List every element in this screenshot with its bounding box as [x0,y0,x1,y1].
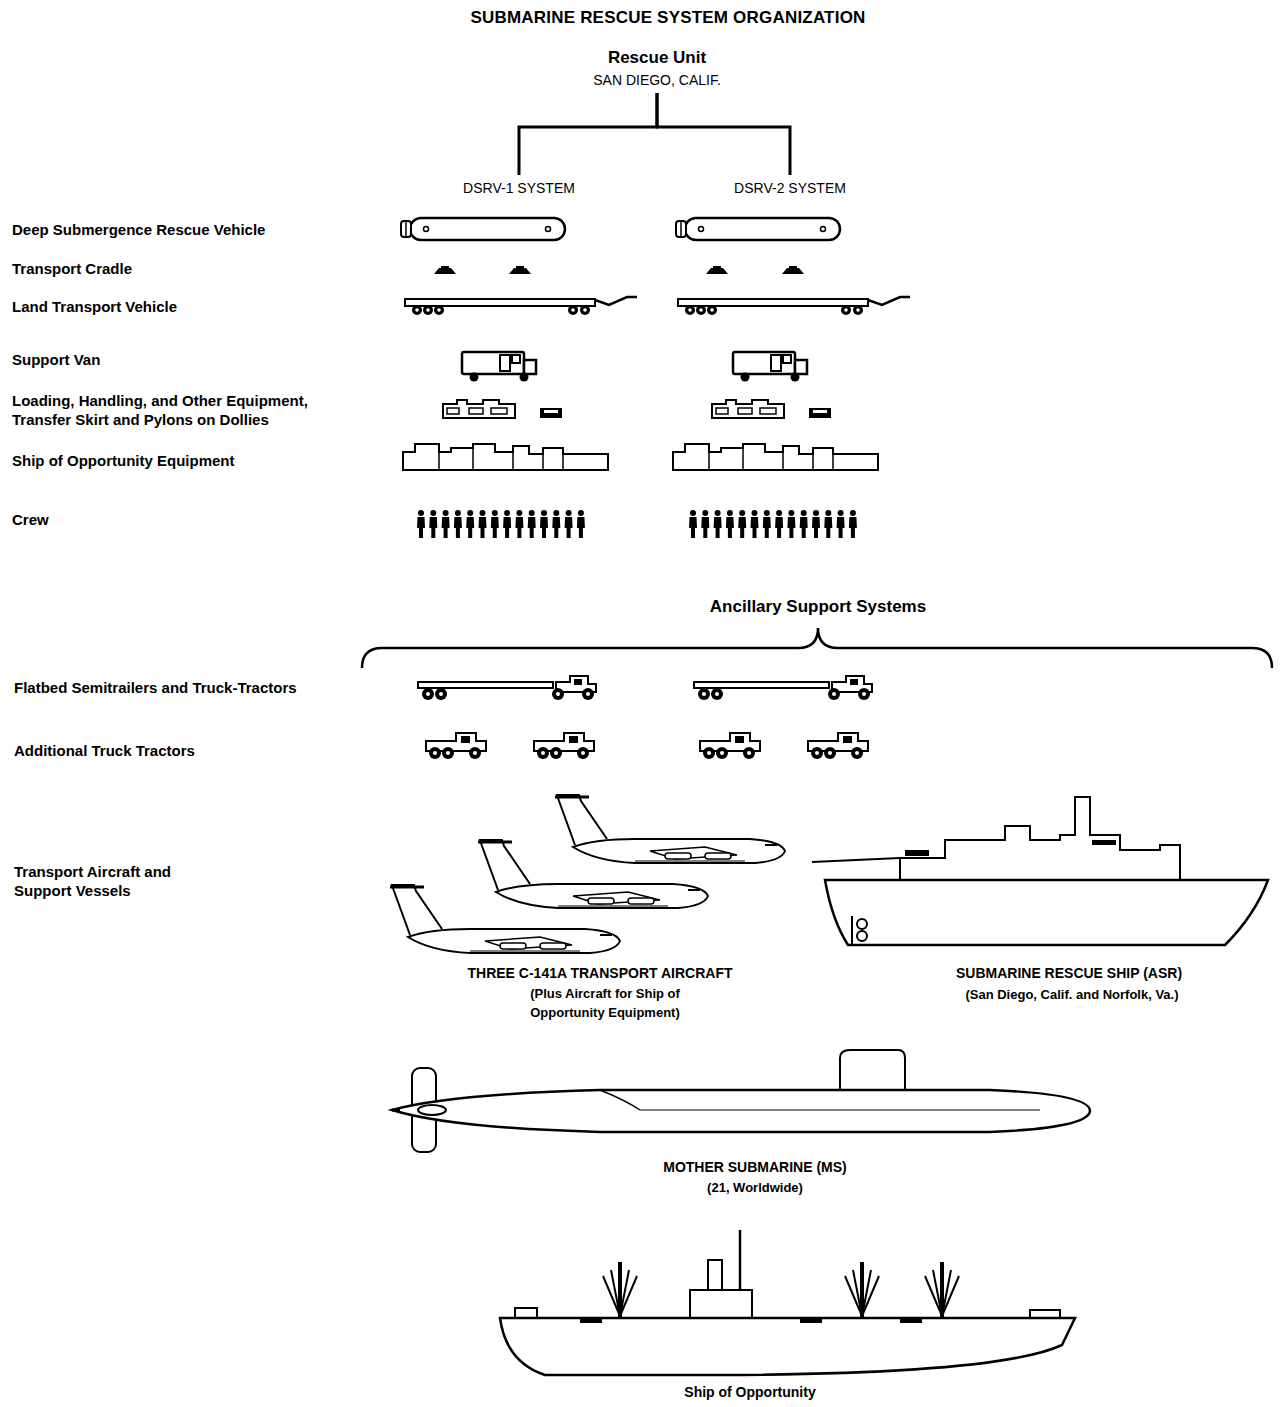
caption-label: SUBMARINE RESCUE SHIP (ASR) [956,964,1182,983]
node-title: DSRV-1 SYSTEM [463,178,575,198]
caption-label: THREE C-141A TRANSPORT AIRCRAFT [468,964,733,983]
row-label: Loading, Handling, and Other Equipment, … [12,391,367,429]
row-label: Ship of Opportunity Equipment [12,451,234,470]
node-title: Rescue Unit [593,46,721,70]
row-label: Transport Cradle [12,259,132,278]
ship-of-opportunity-equipment [403,444,878,470]
transport-aircraft [390,795,785,953]
section-heading: Ancillary Support Systems [710,597,926,616]
land-transport-vehicle [405,297,910,315]
row-label: Land Transport Vehicle [12,297,177,316]
row-label: Additional Truck Tractors [14,741,195,760]
system-heading: DSRV-2 SYSTEM [728,176,852,200]
caption-label: MOTHER SUBMARINE (MS) [663,1158,847,1177]
dsrv-vehicle [401,218,840,240]
system-heading: DSRV-1 SYSTEM [457,176,581,200]
row-label: Support Van [12,350,100,369]
support-van [462,352,807,382]
unit-heading: Rescue UnitSAN DIEGO, CALIF. [587,44,727,92]
row-label: Crew [12,510,49,529]
row-label: Flatbed Semitrailers and Truck-Tractors [14,678,297,697]
caption-label: (Plus Aircraft for Ship of Opportunity E… [498,984,713,1022]
org-connector [519,93,657,175]
caption-label: Ship of Opportunity [684,1383,815,1402]
row-label: Deep Submergence Rescue Vehicle [12,220,265,239]
node-title: DSRV-2 SYSTEM [734,178,846,198]
row-label: Transport Aircraft and Support Vessels [14,862,214,900]
diagram-title: SUBMARINE RESCUE SYSTEM ORGANIZATION [470,8,865,27]
transport-cradle [434,266,804,274]
rescue-ship [812,797,1268,945]
loading-equipment [443,400,831,418]
mother-submarine [392,1050,1090,1152]
node-subtitle: SAN DIEGO, CALIF. [593,70,721,90]
crew-figures [417,510,857,538]
truck-tractor [426,733,868,759]
flatbed-semitrailer [418,676,872,700]
brace [362,628,1272,668]
caption-label: (San Diego, Calif. and Norfolk, Va.) [965,985,1178,1004]
org-connector [657,93,790,175]
caption-label: (21, Worldwide) [707,1178,803,1197]
cargo-ship [500,1230,1075,1375]
